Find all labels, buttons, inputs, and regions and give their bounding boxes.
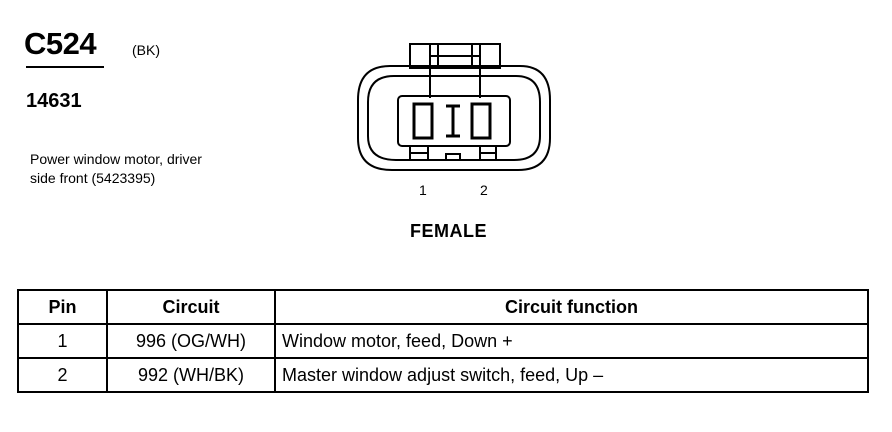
pin-circuit-table: Pin Circuit Circuit function 1 996 (OG/W…	[17, 289, 869, 393]
cell-pin: 2	[17, 357, 108, 393]
cavity-body	[397, 95, 511, 147]
cell-circuit-function: Master window adjust switch, feed, Up –	[274, 357, 869, 393]
pin-label-2: 2	[480, 182, 488, 198]
connector-color-code: (BK)	[132, 42, 160, 58]
header-circuit-function: Circuit function	[274, 289, 869, 325]
header-pin: Pin	[17, 289, 108, 325]
connector-id: C524	[24, 26, 97, 61]
connector-inner-shell	[367, 75, 541, 161]
table-header-row: Pin Circuit Circuit function	[17, 289, 869, 325]
connector-gender-label: FEMALE	[410, 221, 487, 241]
table-row: 2 992 (WH/BK) Master window adjust switc…	[17, 357, 869, 393]
pin-label-1: 1	[419, 182, 427, 198]
terminal-1	[412, 102, 434, 140]
connector-face-diagram	[357, 43, 551, 171]
description-line-2: side front (5423395)	[30, 170, 156, 186]
cell-circuit-function: Window motor, feed, Down +	[274, 323, 869, 359]
part-number: 14631	[26, 90, 82, 112]
description-line-1: Power window motor, driver	[30, 151, 202, 167]
cell-circuit: 996 (OG/WH)	[106, 323, 276, 359]
connector-description: Power window motor, driver side front (5…	[30, 150, 260, 188]
cell-pin: 1	[17, 323, 108, 359]
locking-tab	[409, 43, 501, 69]
table-row: 1 996 (OG/WH) Window motor, feed, Down +	[17, 323, 869, 359]
header-circuit: Circuit	[106, 289, 276, 325]
connector-id-underline	[26, 66, 104, 68]
connector-outer-shell	[357, 65, 551, 171]
terminal-2	[470, 102, 492, 140]
cell-circuit: 992 (WH/BK)	[106, 357, 276, 393]
